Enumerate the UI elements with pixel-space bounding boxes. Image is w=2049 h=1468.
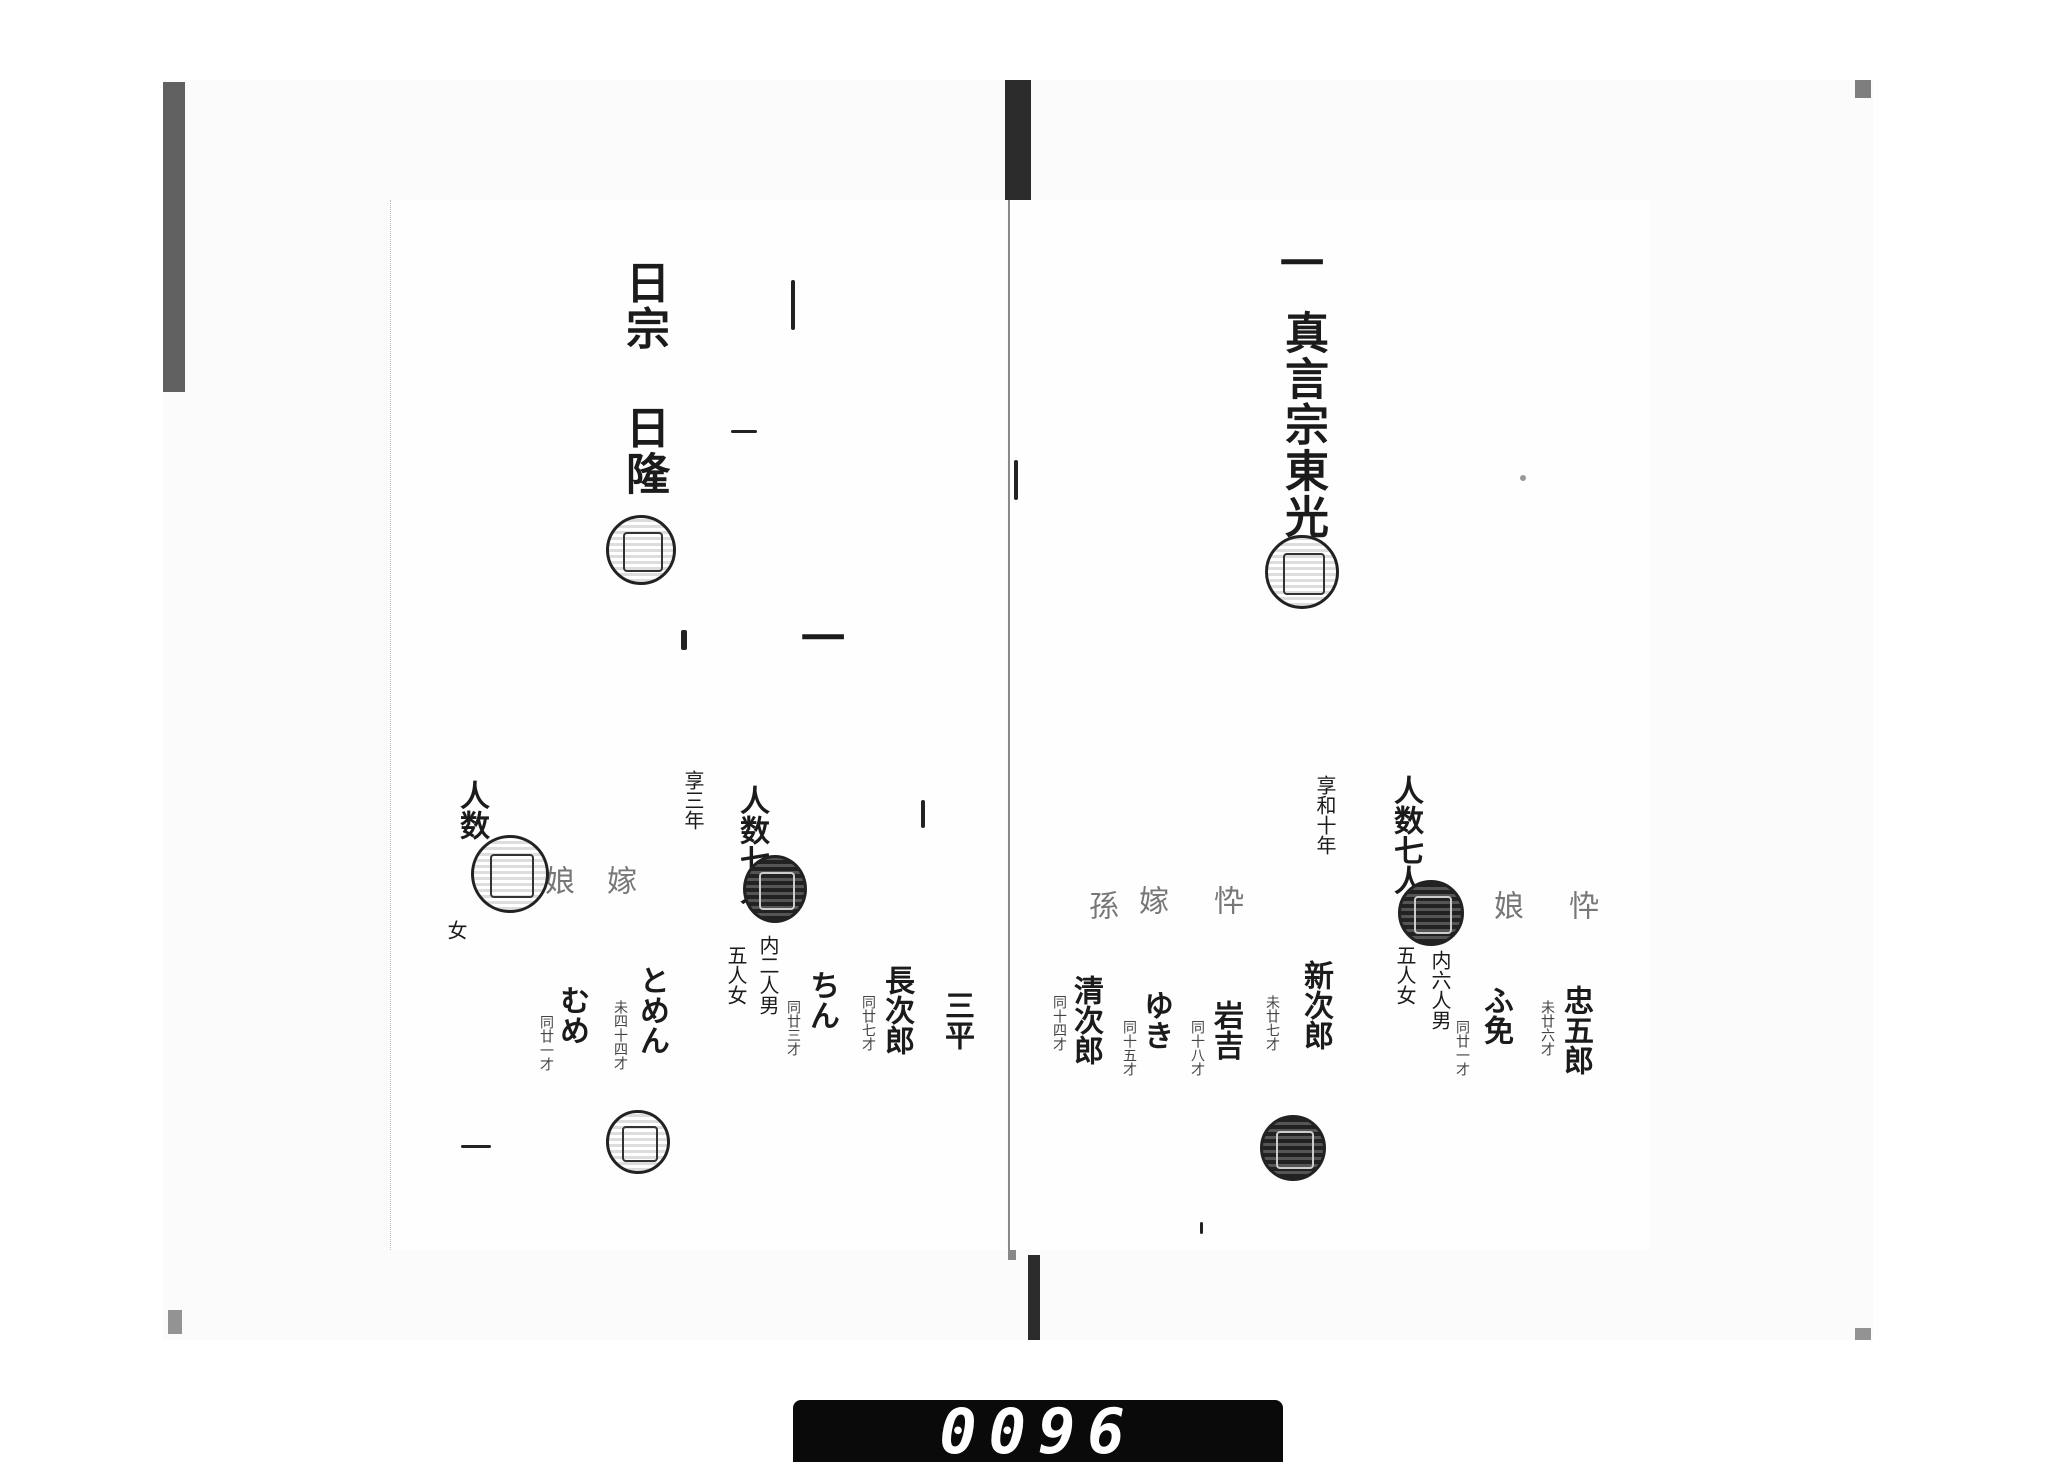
left-count-male: 内二人男 (756, 935, 780, 1015)
ink-speck (681, 630, 687, 650)
ink-speck (791, 280, 795, 330)
right-annotation: 享和十年 (1313, 775, 1337, 855)
left-last-count: 人数 (454, 780, 489, 840)
right-edge-shadow (1855, 80, 1871, 98)
left-header-mark: 一 (793, 615, 844, 661)
right-temple-seal (1265, 535, 1339, 609)
left-annotation: 享三年 (681, 770, 705, 830)
ink-speck (461, 1145, 491, 1148)
left-temple-seal (606, 515, 676, 585)
right-edge-shadow-lower (1855, 1328, 1871, 1340)
ink-speck (921, 800, 925, 828)
left-name-3: ちん (804, 970, 839, 1030)
left-age-1: 同廿七才 (860, 995, 876, 1051)
right-age-5: 同十五才 (1121, 1020, 1137, 1076)
right-age-4: 同十八才 (1189, 1020, 1205, 1076)
center-binding-bottom (1028, 1255, 1040, 1340)
right-count-female: 五人女 (1393, 945, 1417, 1005)
right-count-male: 内六人男 (1428, 950, 1452, 1030)
left-count-female: 五人女 (724, 945, 748, 1005)
right-name-6: 清次郎 (1068, 975, 1103, 1065)
left-last-female: 女 (444, 920, 468, 940)
center-binding (1005, 80, 1031, 200)
left-age-4: 同廿一才 (538, 1015, 554, 1071)
left-name-1: 三平 (939, 990, 974, 1050)
left-edge-shadow (163, 82, 185, 392)
frame-number-label: 0096 (793, 1395, 1283, 1468)
right-role-1: 忰 (1563, 890, 1598, 920)
right-role-3: 忰 (1208, 885, 1243, 915)
left-temple-line: 日宗 日隆 (618, 260, 669, 497)
left-name-seal (606, 1110, 670, 1174)
right-name-4: 岩吉 (1208, 1000, 1243, 1060)
right-header-mark: 一 (1272, 240, 1323, 286)
right-name-1: 忠五郎 (1558, 985, 1593, 1075)
left-edge-shadow-lower (168, 1310, 182, 1334)
left-age-2: 同廿三才 (785, 1000, 801, 1056)
ink-speck (1014, 460, 1018, 500)
right-age-6: 同十四才 (1051, 995, 1067, 1051)
right-age-1: 未廿六才 (1539, 1000, 1555, 1056)
left-name-4: とめん (634, 965, 669, 1055)
left-name-2: 長次郎 (879, 965, 914, 1055)
right-role-2: 娘 (1488, 890, 1523, 920)
right-name-seal (1260, 1115, 1326, 1181)
right-count-seal (1398, 880, 1464, 946)
left-count-seal (743, 855, 807, 923)
right-name-5: ゆき (1138, 990, 1173, 1050)
right-page: 一 真言宗東光院 人数七人 内六人男 五人女 享和十年 忰 娘 忰 嫁 孫 忠五… (1010, 200, 1650, 1250)
right-role-5: 孫 (1083, 890, 1118, 920)
left-last-seal (471, 835, 549, 913)
right-age-2: 同廿一才 (1454, 1020, 1470, 1076)
left-name-5: むめ (554, 985, 589, 1045)
ink-speck (1200, 1222, 1203, 1234)
right-role-4: 嫁 (1133, 885, 1168, 915)
ink-speck (731, 430, 757, 433)
left-age-3: 未四十四才 (612, 1000, 628, 1070)
frame-number: 0096 (939, 1394, 1137, 1468)
right-age-3: 未廿七才 (1264, 995, 1280, 1051)
ink-speck (1520, 475, 1526, 481)
left-page: 日宗 日隆 一 人数七人 内二人男 五人女 享三年 嫁 娘 三平 長次郎 ちん … (390, 200, 1006, 1250)
right-name-3: 新次郎 (1298, 960, 1333, 1050)
right-name-2: ふ免 (1478, 985, 1513, 1045)
right-count-line: 人数七人 (1388, 775, 1423, 895)
left-role-1: 嫁 (601, 865, 636, 895)
